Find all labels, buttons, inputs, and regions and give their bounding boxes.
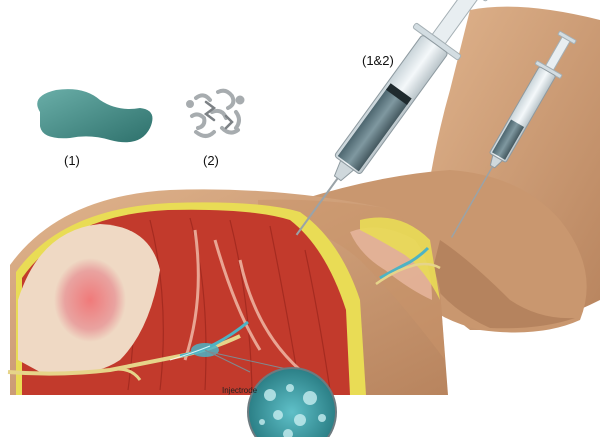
injectrode-label: Injectrode bbox=[222, 386, 257, 395]
bone-marrow bbox=[54, 258, 126, 342]
gray-particle-cluster-icon bbox=[188, 91, 243, 136]
combined-label: (1&2) bbox=[362, 53, 394, 68]
component-2-label: (2) bbox=[203, 153, 219, 168]
large-syringe-fluid bbox=[338, 88, 408, 171]
teal-blob-icon bbox=[37, 89, 152, 142]
component-1-label: (1) bbox=[64, 153, 80, 168]
